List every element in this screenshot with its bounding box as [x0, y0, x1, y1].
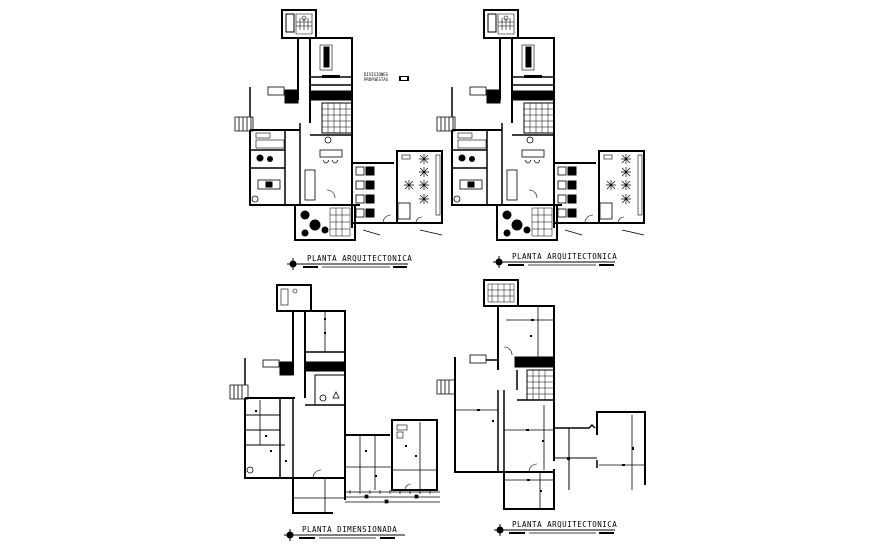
plan-title-top-left: PLANTA ARQUITECTONICA — [307, 254, 413, 263]
plan-top-right — [436, 9, 645, 241]
title-underlines — [296, 261, 615, 539]
plan-bottom-right — [436, 279, 646, 510]
proposed-divisions-marker — [399, 76, 409, 81]
proposed-divisions-label-line2: PROPUESTAS — [364, 77, 389, 82]
north-arrow-icon — [494, 524, 506, 536]
north-arrow-icon — [284, 529, 296, 541]
plan-title-bottom-right: PLANTA ARQUITECTONICA — [512, 520, 618, 529]
plan-title-top-right: PLANTA ARQUITECTONICA — [512, 252, 618, 261]
north-arrow-icon — [287, 258, 299, 270]
plan-top-left — [234, 9, 443, 241]
plan-title-bottom-left: PLANTA DIMENSIONADA — [302, 525, 398, 534]
north-arrow-icon — [493, 256, 505, 268]
plan-bottom-left — [229, 284, 441, 514]
proposed-divisions-label-line1: DIVISIONES — [364, 72, 389, 77]
